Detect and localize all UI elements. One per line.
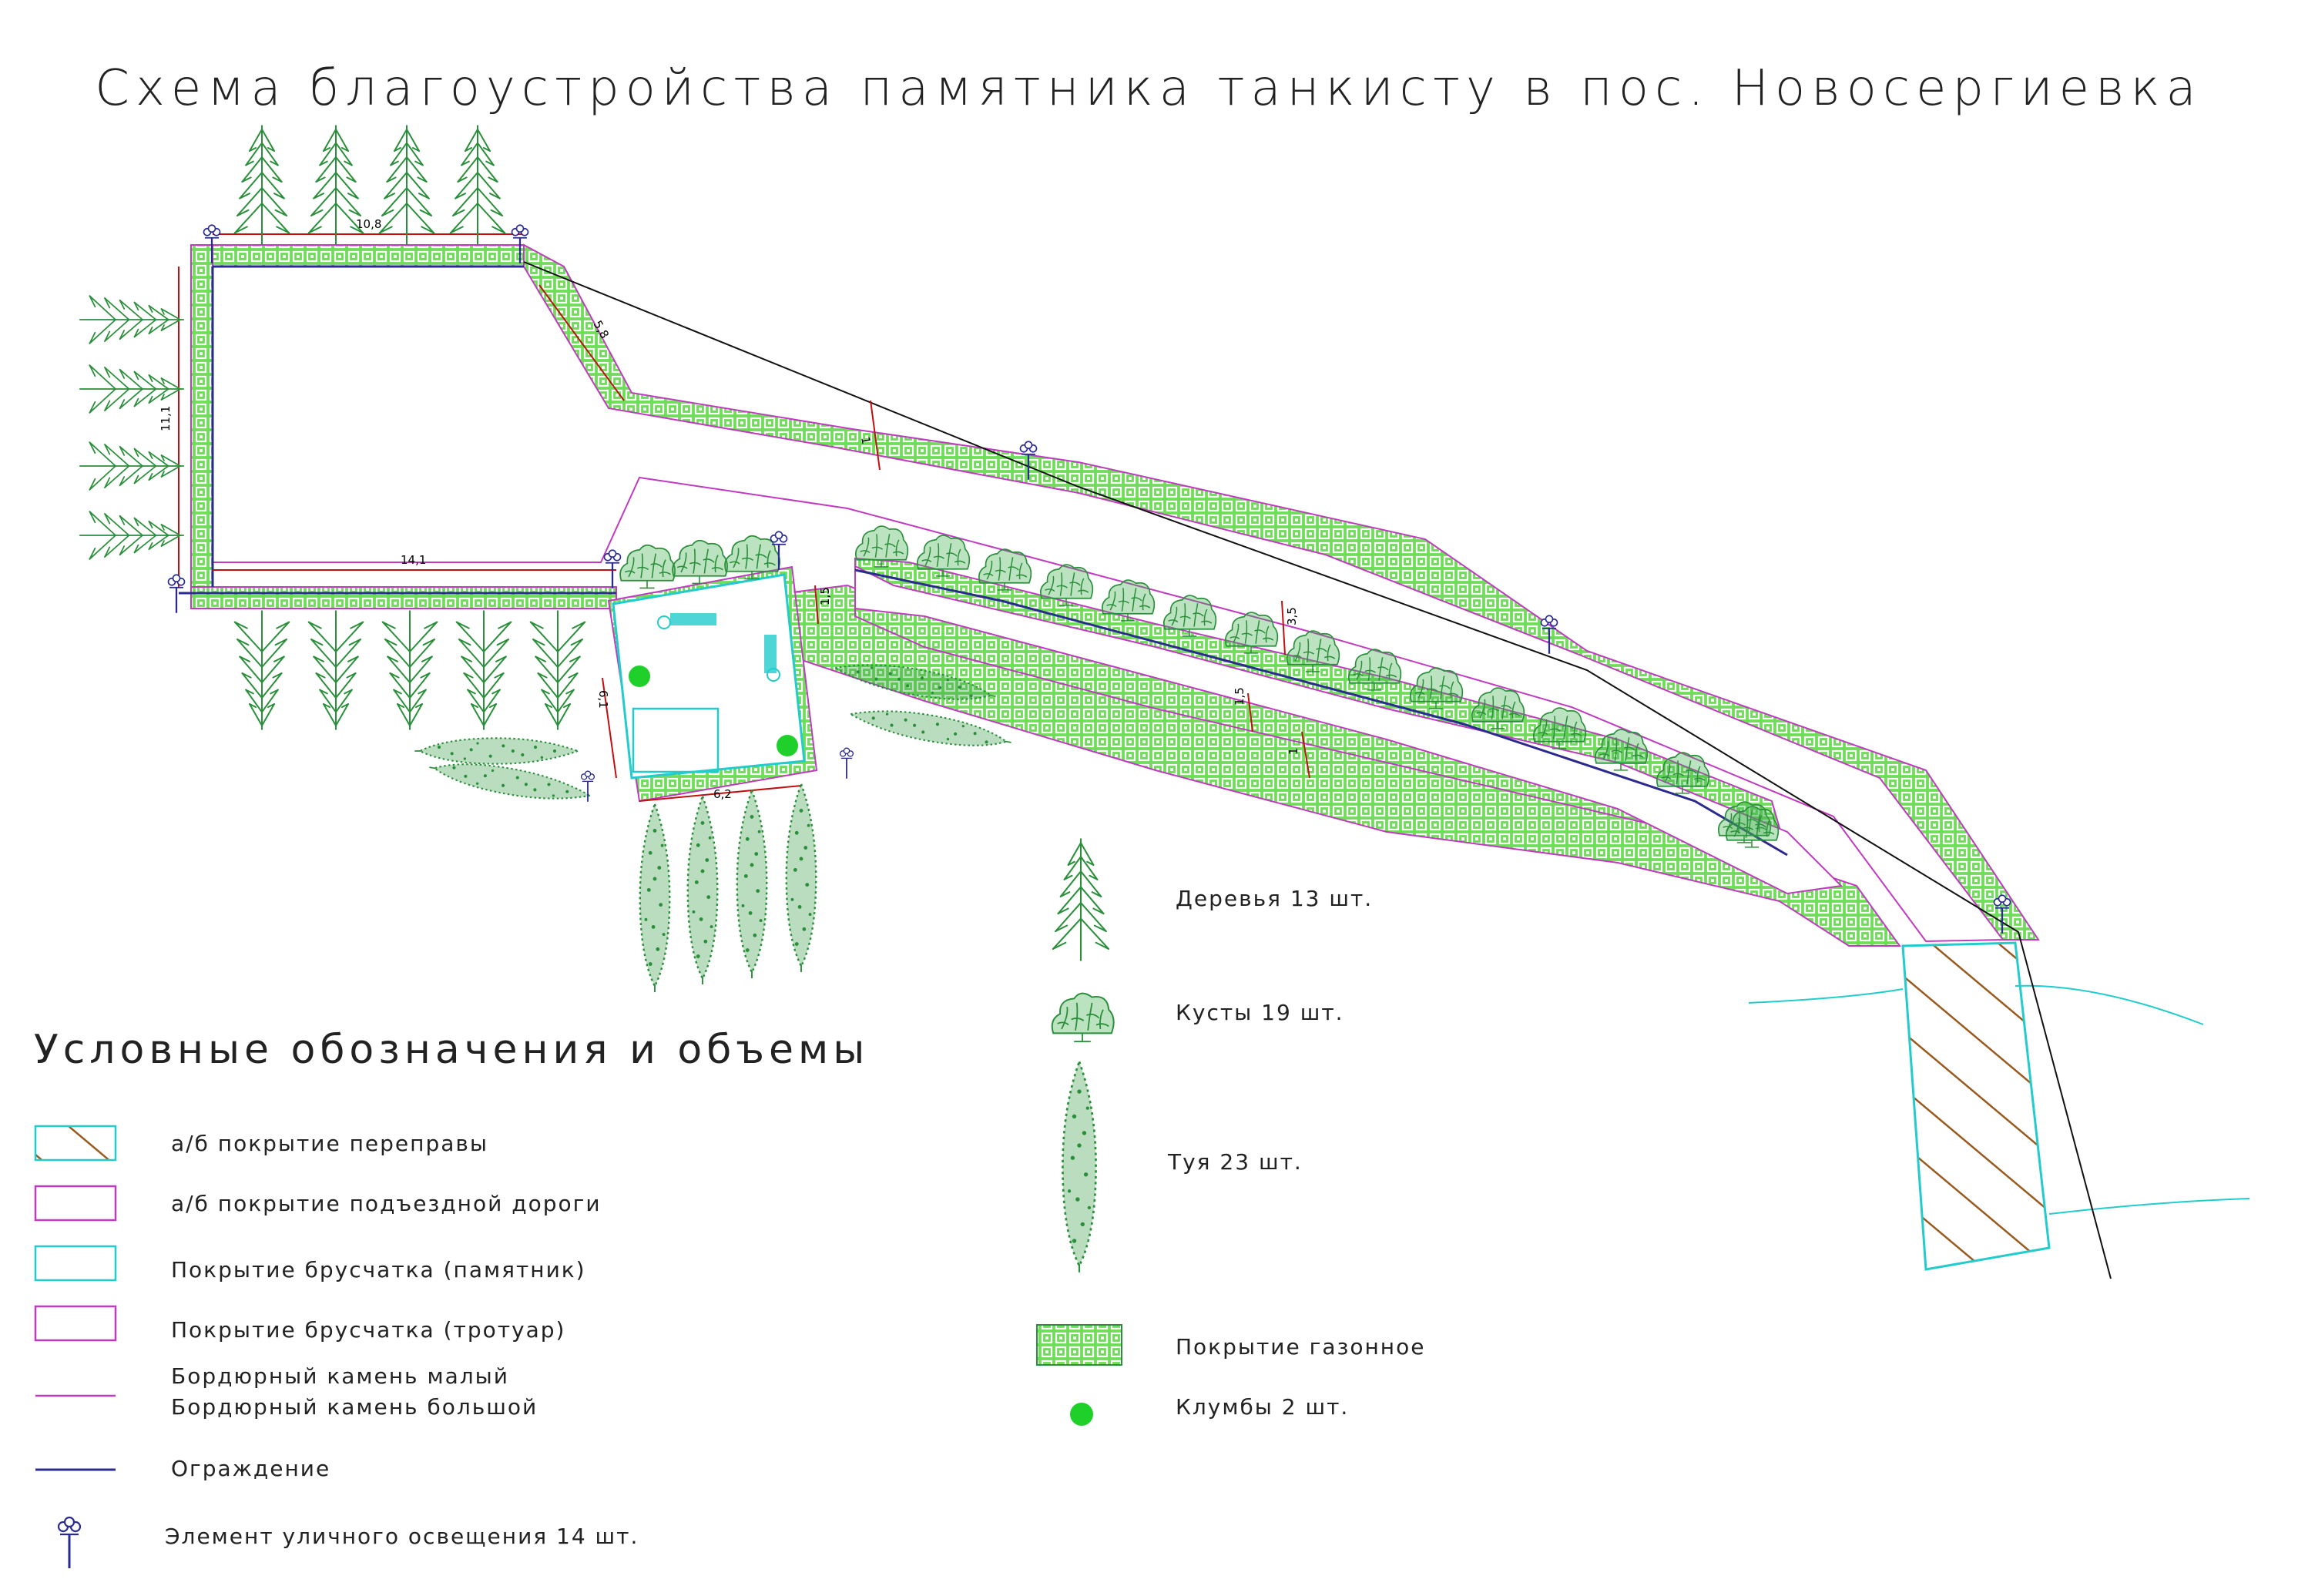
tree-icon xyxy=(79,511,185,560)
dim-road-width: 3,5 xyxy=(1285,607,1299,625)
tree-icon xyxy=(529,610,586,730)
bush-icon xyxy=(619,544,676,589)
thuja-icon xyxy=(736,789,768,980)
dim-mon-left: 6,1 xyxy=(596,690,610,709)
legend-item: Туя 23 шт. xyxy=(1167,1149,1303,1175)
thuja-icon xyxy=(785,783,817,974)
dim-mon-bottom: 6,2 xyxy=(713,787,732,801)
dim-top-width: 10,8 xyxy=(356,217,381,231)
dimension-lines xyxy=(178,233,1310,802)
monument-square xyxy=(612,573,806,780)
thuja-icon xyxy=(414,737,579,765)
crossing-area xyxy=(1748,941,2250,1271)
tree-icon xyxy=(233,125,290,245)
boundary-line xyxy=(523,261,2112,1279)
legend-item: Покрытие брусчатка (памятник) xyxy=(171,1257,586,1282)
legend-item: Бордюрный камень малый xyxy=(171,1363,509,1389)
tree-icon xyxy=(79,364,185,414)
legend-item: а/б покрытие подъездной дороги xyxy=(171,1191,602,1216)
legend-item: Покрытие газонное xyxy=(1176,1334,1425,1360)
legend-item: а/б покрытие переправы xyxy=(171,1131,488,1156)
legend-left: а/б покрытие переправы а/б покрытие подъ… xyxy=(34,1125,639,1570)
flowerbed-icon xyxy=(1070,1403,1093,1426)
dim-left-height: 11,1 xyxy=(159,406,173,431)
lamp-icon xyxy=(580,770,595,803)
tree-icon xyxy=(449,125,506,245)
thuja-icon xyxy=(1062,1060,1097,1274)
lamp-icon xyxy=(839,747,854,780)
legend-title: Условные обозначения и объемы xyxy=(34,1027,869,1073)
flowerbed-icon xyxy=(777,735,798,756)
lamp-icon xyxy=(57,1516,82,1570)
sidewalk-paving-swatch-icon xyxy=(34,1305,117,1342)
monument-paving-swatch-icon xyxy=(34,1245,117,1282)
tree-icon xyxy=(381,610,438,730)
tree-icon xyxy=(79,295,185,344)
tree-icon xyxy=(1052,838,1110,961)
thuja-icon xyxy=(639,803,671,994)
legend-right: Деревья 13 шт. Кусты 19 шт. Туя 23 шт. П… xyxy=(1036,838,1425,1426)
legend-item: Бордюрный камень большой xyxy=(171,1394,538,1420)
legend-item: Деревья 13 шт. xyxy=(1176,886,1373,911)
dim-walk-3: 1,5 xyxy=(1233,687,1246,706)
tree-icon xyxy=(79,441,185,491)
lawn-swatch-icon xyxy=(1036,1324,1122,1366)
fence-lines xyxy=(179,265,1788,857)
bush-icon xyxy=(672,539,729,585)
trees-bottom xyxy=(233,610,586,730)
dim-bottom-width: 14,1 xyxy=(401,553,426,567)
tree-icon xyxy=(455,610,512,730)
dim-walk-4: 1 xyxy=(1287,747,1300,755)
plan-title: Схема благоустройства памятника танкисту… xyxy=(95,60,2202,117)
flowerbed-icon xyxy=(629,666,650,687)
road-surface xyxy=(212,266,2004,943)
bush-icon xyxy=(1051,992,1115,1043)
tree-icon xyxy=(307,610,364,730)
tree-icon xyxy=(378,125,435,245)
dimension-labels: 10,8 11,1 14,1 5,8 1 1,5 3,5 1,5 1 6,1 6… xyxy=(159,217,1300,801)
road-swatch-icon xyxy=(34,1185,117,1222)
thuja-icon xyxy=(686,795,719,986)
legend-item: Клумбы 2 шт. xyxy=(1176,1394,1349,1420)
dim-walk-2: 1,5 xyxy=(818,587,832,605)
legend-item: Элемент уличного освещения 14 шт. xyxy=(165,1524,639,1549)
tree-icon xyxy=(307,125,364,245)
legend-item: Кусты 19 шт. xyxy=(1176,1000,1344,1025)
tree-icon xyxy=(233,610,290,730)
crossing-swatch-icon xyxy=(34,1125,117,1162)
legend-item: Покрытие брусчатка (тротуар) xyxy=(171,1317,565,1343)
legend-item: Ограждение xyxy=(171,1456,330,1481)
dim-walk-1: 1 xyxy=(858,436,873,446)
